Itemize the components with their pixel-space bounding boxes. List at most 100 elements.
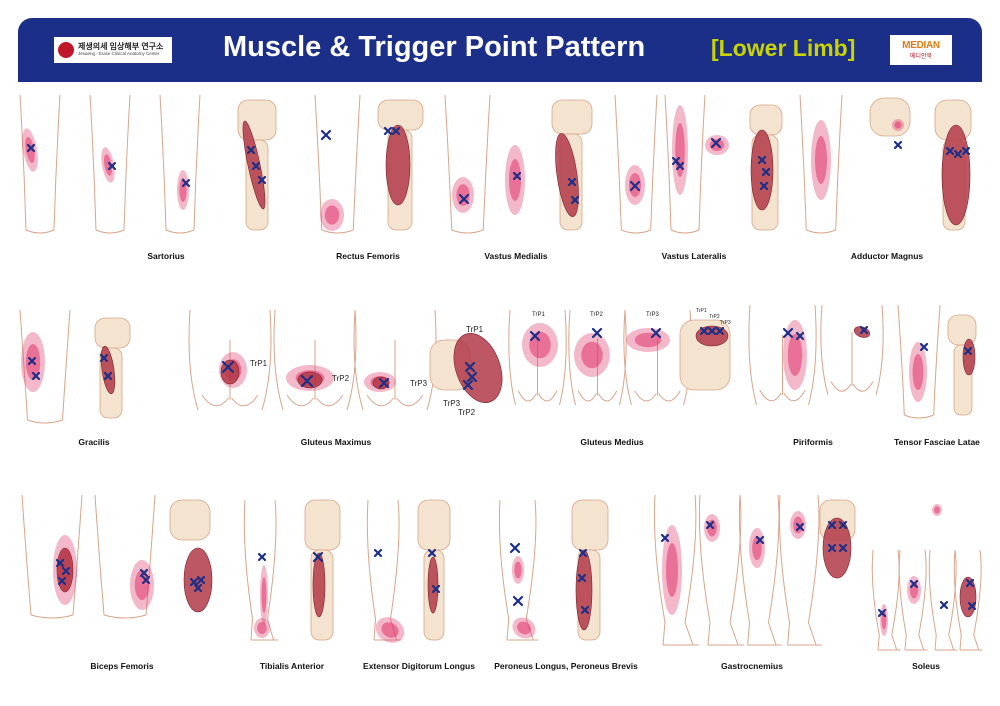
trigger-point-marker [705,520,715,530]
body-outline [366,394,394,407]
trp-label: TrP1 [532,312,545,318]
referral-zone-core [912,354,924,390]
trigger-point-marker [431,584,441,594]
referral-zone-core [517,621,531,635]
body-outline [19,309,28,421]
trigger-point-marker [759,181,769,191]
trigger-point-marker [512,595,524,607]
body-outline [123,94,131,231]
muscle-shape [941,124,971,226]
trigger-point-marker [629,180,641,192]
trp-label: TrP3 [646,312,659,318]
trigger-point-marker [919,342,929,352]
trigger-point-marker [103,371,113,381]
muscle-shape [959,576,977,618]
trp-label: TrP3 [443,399,461,408]
label-gracilis: Gracilis [78,437,110,447]
body-outline [517,390,537,402]
trp-label: TrP2 [590,312,603,318]
body-outline [568,309,576,406]
body-outline [243,499,254,641]
label-soleus: Soleus [912,661,940,671]
trigger-point-marker [577,573,587,583]
trigger-point-marker [529,330,541,342]
trigger-point-marker [61,566,71,576]
referral-zone-core [381,622,399,638]
trigger-point-marker [827,520,837,530]
body-outline [145,494,156,616]
muscle-shape [962,338,976,376]
referral-zone-core [894,121,902,129]
trigger-point-marker [26,143,36,153]
body-outline [266,499,277,641]
muscle-shape [575,549,593,631]
body-outline [897,304,905,416]
label-tibialis-anterior: Tibialis Anterior [259,661,325,671]
trigger-point-marker [710,137,722,149]
body-outline [653,494,666,646]
body-outline [94,494,105,616]
body-outline [807,494,820,646]
body-outline [201,394,229,407]
trigger-point-marker [650,327,662,339]
body-outline [444,94,453,231]
trigger-point-marker [139,568,149,578]
trp-label: TrP1 [250,359,268,368]
body-outline [875,304,884,396]
body-outline [25,229,55,234]
referral-zone-core [529,331,551,359]
body-outline [933,304,941,416]
trp-label: TrP2 [709,314,720,320]
trigger-point-marker [782,327,794,339]
trigger-point-marker [320,129,332,141]
trigger-point-marker [795,331,805,341]
trigger-point-marker [99,353,109,363]
bone-shape [169,499,211,541]
body-outline [538,390,558,402]
trigger-point-marker [963,346,973,356]
body-outline [53,94,61,231]
trp-label: TrP3 [410,379,428,388]
trigger-point-marker [953,149,963,159]
trigger-point-marker [660,533,670,543]
label-rectus-femoris: Rectus Femoris [336,251,400,261]
body-outline [316,394,344,407]
body-outline [451,229,484,234]
label-gastrocnemius: Gastrocnemius [721,661,783,671]
body-outline [891,549,900,651]
trigger-point-marker [107,161,117,171]
body-outline [193,94,201,231]
body-outline [30,614,74,619]
body-outline [918,549,927,651]
trigger-point-marker [827,543,837,553]
body-outline [623,309,632,406]
trigger-point-marker [859,325,869,335]
body-outline [286,394,314,407]
trigger-point-marker [373,548,383,558]
trigger-point-marker [757,155,767,165]
body-outline [314,94,323,231]
body-outline [27,419,63,424]
label-extensor-digitorum-longus: Extensor Digitorum Longus [363,661,475,671]
muscle-shape [750,129,774,211]
body-outline [948,549,957,651]
trigger-point-marker [257,175,267,185]
label-gluteus-maximus: Gluteus Maximus [300,437,372,447]
body-outline [508,309,516,406]
trigger-point-marker [795,522,805,532]
body-outline [21,494,32,616]
trp-label: TrP2 [332,374,350,383]
trigger-point-marker [221,360,235,374]
referral-zone-core [787,334,803,376]
trigger-point-marker [31,371,41,381]
trigger-point-marker [939,600,949,610]
body-outline [698,494,711,646]
referral-zone-core [134,570,150,600]
trp-label: TrP2 [458,408,476,417]
trigger-point-marker [893,140,903,150]
trigger-point-marker [427,548,437,558]
trigger-point-marker [707,326,717,336]
body-outline [729,494,742,646]
trp-label: TrP1 [696,308,707,314]
body-outline [366,499,377,641]
